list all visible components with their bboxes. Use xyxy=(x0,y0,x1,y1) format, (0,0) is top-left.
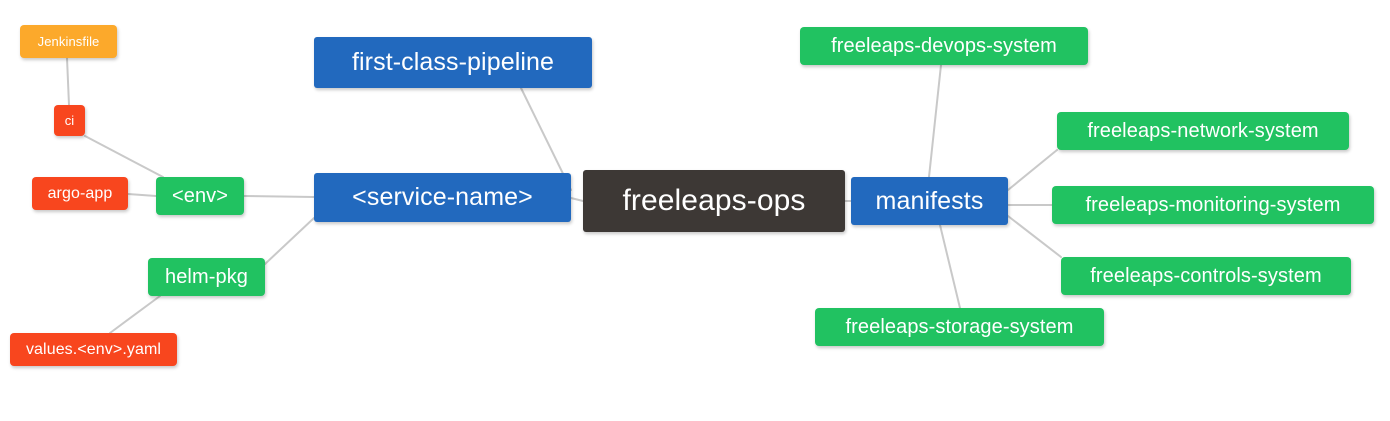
edge-manifests-to-freeleaps-storage-system xyxy=(939,224,961,309)
node-freeleaps-ops[interactable]: freeleaps-ops xyxy=(583,170,845,232)
edge-freeleaps-ops-to-service-name xyxy=(570,197,584,202)
node-service-name[interactable]: <service-name> xyxy=(314,173,571,222)
node-ci[interactable]: ci xyxy=(54,105,85,136)
node-freeleaps-network-system[interactable]: freeleaps-network-system xyxy=(1057,112,1349,150)
node-argo-app[interactable]: argo-app xyxy=(32,177,128,210)
node-env[interactable]: <env> xyxy=(156,177,244,215)
edge-manifests-to-freeleaps-devops-system xyxy=(928,64,942,178)
edge-env-to-ci xyxy=(84,135,164,178)
edge-helm-pkg-to-values-env-yaml xyxy=(109,295,161,334)
edge-service-name-to-env xyxy=(243,195,315,198)
node-manifests[interactable]: manifests xyxy=(851,177,1008,225)
edge-service-name-to-helm-pkg xyxy=(264,217,315,265)
node-freeleaps-devops-system[interactable]: freeleaps-devops-system xyxy=(800,27,1088,65)
edge-ci-to-jenkinsfile xyxy=(66,57,70,106)
node-values-env-yaml[interactable]: values.<env>.yaml xyxy=(10,333,177,366)
node-freeleaps-monitoring-system[interactable]: freeleaps-monitoring-system xyxy=(1052,186,1374,224)
edge-manifests-to-freeleaps-network-system xyxy=(1007,149,1058,191)
node-helm-pkg[interactable]: helm-pkg xyxy=(148,258,265,296)
edge-env-to-argo-app xyxy=(127,193,157,197)
node-first-class-pipeline[interactable]: first-class-pipeline xyxy=(314,37,592,88)
node-jenkinsfile[interactable]: Jenkinsfile xyxy=(20,25,117,58)
node-freeleaps-storage-system[interactable]: freeleaps-storage-system xyxy=(815,308,1104,346)
node-freeleaps-controls-system[interactable]: freeleaps-controls-system xyxy=(1061,257,1351,295)
